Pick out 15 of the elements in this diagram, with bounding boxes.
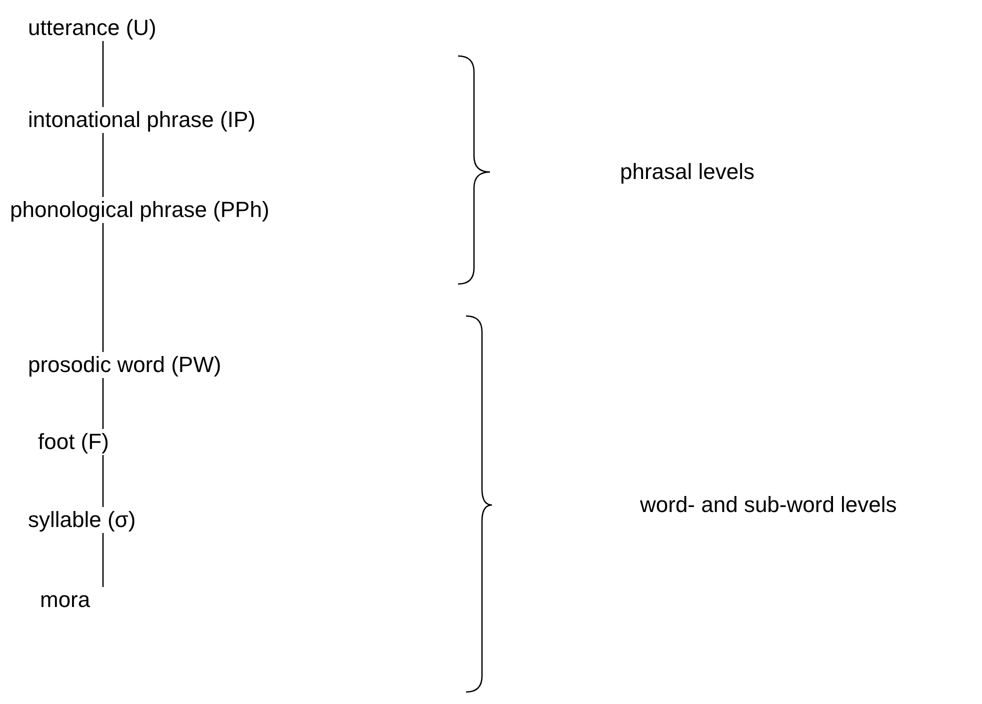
connector-line [102, 378, 104, 429]
connector-line [102, 455, 104, 507]
level-label: mora [40, 587, 90, 613]
level-label: prosodic word (PW) [28, 352, 222, 378]
level-label: utterance (U) [28, 15, 156, 41]
level-label: syllable (σ) [28, 507, 136, 533]
level-label: intonational phrase (IP) [28, 107, 256, 133]
level-label: foot (F) [38, 429, 109, 455]
connector-line [102, 133, 104, 197]
connector-line [102, 41, 104, 107]
group-label: phrasal levels [620, 159, 755, 185]
connector-line [102, 533, 104, 587]
group-label: word- and sub-word levels [640, 492, 897, 518]
level-label: phonological phrase (PPh) [10, 197, 270, 223]
connector-line [102, 223, 104, 352]
